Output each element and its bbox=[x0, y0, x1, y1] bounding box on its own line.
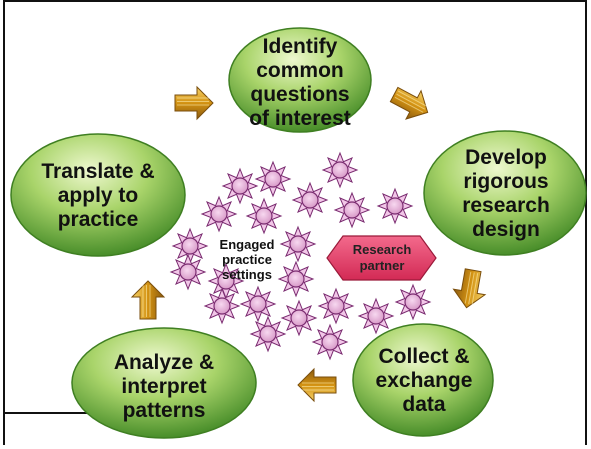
flower-star-icon bbox=[321, 151, 359, 189]
cycle-arrow-icon bbox=[297, 367, 337, 403]
node-analyze bbox=[71, 327, 257, 439]
node-identify bbox=[228, 27, 372, 133]
flower-star-icon bbox=[171, 227, 209, 265]
flower-star-icon bbox=[333, 191, 371, 229]
flower-star-icon bbox=[311, 323, 349, 361]
flower-star-icon bbox=[279, 225, 317, 263]
flower-star-icon bbox=[317, 287, 355, 325]
flower-star-icon bbox=[245, 197, 283, 235]
flower-star-icon bbox=[169, 253, 207, 291]
flower-star-icon bbox=[357, 297, 395, 335]
flower-star-icon bbox=[207, 262, 245, 300]
cycle-arrow-icon bbox=[452, 268, 487, 309]
cycle-arrow-icon bbox=[130, 280, 166, 320]
flower-star-icon bbox=[221, 167, 259, 205]
node-collect bbox=[352, 323, 494, 437]
flower-star-icon bbox=[394, 283, 432, 321]
node-translate bbox=[10, 133, 186, 257]
flower-star-icon bbox=[277, 260, 315, 298]
engaged-practice-settings-label: Engaged practice settings bbox=[219, 237, 275, 282]
flower-star-icon bbox=[239, 285, 277, 323]
flower-star-icon bbox=[249, 315, 287, 353]
flower-star-icon bbox=[203, 287, 241, 325]
research-partner-label: Research partner bbox=[352, 242, 412, 273]
cycle-arrow-icon bbox=[174, 85, 214, 121]
flower-star-icon bbox=[254, 160, 292, 198]
research-partner-hexagon bbox=[326, 235, 437, 281]
flower-star-icon bbox=[376, 187, 414, 225]
flower-star-icon bbox=[291, 181, 329, 219]
flower-star-icon bbox=[200, 195, 238, 233]
flower-star-icon bbox=[280, 299, 318, 337]
node-develop bbox=[423, 130, 587, 256]
cycle-arrow-icon bbox=[389, 86, 429, 120]
